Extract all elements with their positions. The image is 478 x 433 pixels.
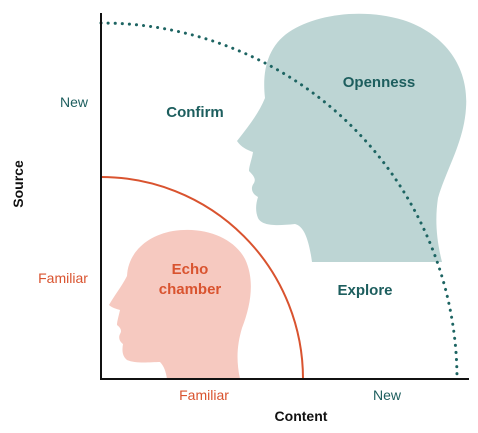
explore-label: Explore: [337, 282, 392, 299]
large-head-silhouette: [237, 13, 467, 262]
x-tick-new: New: [373, 387, 402, 403]
openness-label: Openness: [343, 74, 416, 91]
echo-chamber-label-line1: Echo: [172, 261, 209, 278]
openness-boundary-dotted-arc: [99, 21, 459, 381]
y-axis-title: Source: [10, 160, 26, 208]
small-head-silhouette: [109, 229, 251, 379]
x-axis-title: Content: [275, 408, 328, 424]
confirm-label: Confirm: [166, 104, 224, 121]
y-tick-familiar: Familiar: [38, 270, 88, 286]
echo-chamber-label-line2: chamber: [159, 281, 222, 298]
echo-chamber-boundary-arc: [100, 176, 304, 380]
x-tick-familiar: Familiar: [179, 387, 229, 403]
y-tick-new: New: [60, 94, 89, 110]
